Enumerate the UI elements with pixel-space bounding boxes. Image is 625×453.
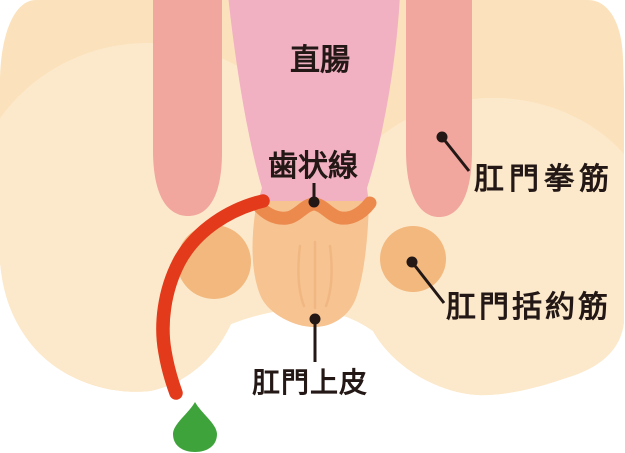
levator-ani-pointer bbox=[440, 136, 471, 172]
anal-fold-lines bbox=[297, 240, 333, 310]
dentate-line-pointer-dot bbox=[308, 196, 320, 208]
annotations: 直腸 歯状線 肛門拳筋 肛門括約筋 肛門上皮 bbox=[252, 43, 614, 399]
fistula-tract-line bbox=[156, 194, 270, 400]
left-buttock-highlight bbox=[0, 43, 328, 393]
anal-sphincter-pointer bbox=[410, 261, 446, 304]
anal-epithelium-pointer-dot bbox=[309, 313, 321, 325]
pus-drop-icon bbox=[173, 402, 217, 452]
anal-sphincter-label: 肛門括約筋 bbox=[446, 290, 611, 325]
rectum-shape bbox=[228, 0, 400, 219]
anal-epithelium-label: 肛門上皮 bbox=[252, 366, 368, 399]
levator-ani-left-muscle bbox=[153, 0, 222, 216]
anal-canal-shape bbox=[252, 201, 369, 327]
anal-sphincter-left bbox=[177, 225, 251, 299]
levator-ani-label: 肛門拳筋 bbox=[474, 162, 614, 197]
rectum-label: 直腸 bbox=[290, 43, 350, 78]
levator-ani-right-muscle bbox=[406, 0, 472, 217]
dentate-line-label: 歯状線 bbox=[268, 149, 358, 184]
